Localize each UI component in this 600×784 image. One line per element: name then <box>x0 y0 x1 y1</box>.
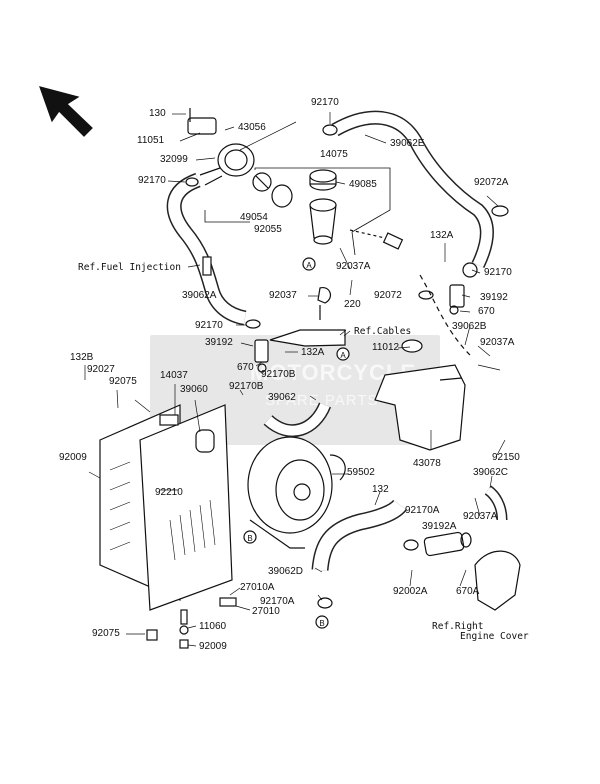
part-92170b-b: 92170B <box>229 381 264 392</box>
part-92075-bot: 92075 <box>92 628 120 639</box>
callout-b-1: B <box>247 534 252 543</box>
part-49054: 49054 <box>240 212 268 223</box>
part-670-right: 670 <box>478 306 495 317</box>
part-92037a-right: 92037A <box>480 337 515 348</box>
clamp-92170-left <box>185 177 199 187</box>
part-92072: 92072 <box>374 290 402 301</box>
watermark-line2: SPARE PARTS <box>265 392 379 409</box>
part-39062e: 39062E <box>390 138 425 149</box>
part-130: 130 <box>149 108 166 119</box>
part-670-mid: 670 <box>237 362 254 373</box>
part-92150: 92150 <box>492 452 520 463</box>
part-11012: 11012 <box>372 342 400 353</box>
part-92170-left: 92170 <box>138 175 166 186</box>
part-92170a-b: 92170A <box>260 596 295 607</box>
reservoir-bottle <box>374 339 466 451</box>
part-39062b: 39062B <box>452 321 487 332</box>
front-direction-arrow <box>39 86 93 137</box>
clamp-92170a <box>403 539 419 551</box>
part-92037a-top: 92037A <box>336 261 371 272</box>
clamp-92072a <box>491 205 509 217</box>
part-59502: 59502 <box>347 467 375 478</box>
part-92072a: 92072A <box>474 177 509 188</box>
part-49085: 49085 <box>349 179 377 190</box>
part-39192-mid: 39192 <box>205 337 233 348</box>
fitting-39192 <box>449 262 478 315</box>
part-32099: 32099 <box>160 154 188 165</box>
part-11060: 11060 <box>199 621 227 632</box>
part-39062a: 39062A <box>182 290 217 301</box>
part-14075: 14075 <box>320 149 348 160</box>
reservoir-cap <box>309 169 337 191</box>
part-43056: 43056 <box>238 122 266 133</box>
part-39062d: 39062D <box>268 566 304 577</box>
part-92075-top: 92075 <box>109 376 137 387</box>
cable-plate <box>269 329 346 347</box>
part-132b: 132B <box>70 352 94 363</box>
part-132a-top: 132A <box>430 230 454 241</box>
ref-fuel-injection: Ref.Fuel Injection <box>78 262 181 273</box>
ref-right-engine-cover-2: Engine Cover <box>460 631 529 642</box>
part-39062c: 39062C <box>473 467 509 478</box>
clamp-92072 <box>418 290 434 300</box>
part-92170-right: 92170 <box>484 267 512 278</box>
part-27010a: 27010A <box>240 582 275 593</box>
part-14037: 14037 <box>160 370 188 381</box>
part-92002a: 92002A <box>393 586 428 597</box>
part-39192a: 39192A <box>422 521 457 532</box>
part-92210: 92210 <box>155 487 183 498</box>
fitting-39192a <box>423 531 472 557</box>
part-43078: 43078 <box>413 458 441 469</box>
callout-b-2: B <box>319 619 324 628</box>
part-132: 132 <box>372 484 389 495</box>
clamp-92170-top <box>322 124 338 136</box>
ref-right-engine-cover-1: Ref.Right <box>432 621 484 632</box>
bracket-92037 <box>317 286 332 304</box>
part-92009-bot: 92009 <box>199 641 227 652</box>
part-670a: 670A <box>456 586 480 597</box>
part-92037: 92037 <box>269 290 297 301</box>
part-27010: 27010 <box>252 606 280 617</box>
thermostat <box>252 172 272 192</box>
part-92009-left: 92009 <box>59 452 87 463</box>
callout-a-1: A <box>306 261 312 270</box>
fitting-39192-mid <box>254 339 269 363</box>
part-39192-right: 39192 <box>480 292 508 303</box>
o-ring-92055 <box>271 184 293 208</box>
clamp-92170-mid <box>245 319 261 329</box>
ref-cables: Ref.Cables <box>354 326 412 337</box>
part-92027: 92027 <box>87 364 115 375</box>
part-92170a-a: 92170A <box>405 505 440 516</box>
part-11051: 11051 <box>137 135 165 146</box>
thermostat-housing <box>187 108 255 186</box>
reservoir-filler-neck <box>309 198 337 245</box>
part-39062: 39062 <box>268 392 296 403</box>
cooling-fan <box>247 436 346 549</box>
right-engine-cover <box>474 550 521 611</box>
part-92037a-low: 92037A <box>463 511 498 522</box>
part-220: 220 <box>344 299 361 310</box>
part-39060: 39060 <box>180 384 208 395</box>
part-92055: 92055 <box>254 224 282 235</box>
part-92170-top: 92170 <box>311 97 339 108</box>
callout-a-2: A <box>340 351 346 360</box>
part-132a-mid: 132A <box>301 347 325 358</box>
part-92170-mid: 92170 <box>195 320 223 331</box>
part-92170b-a: 92170B <box>261 369 296 380</box>
radiator <box>99 404 233 611</box>
